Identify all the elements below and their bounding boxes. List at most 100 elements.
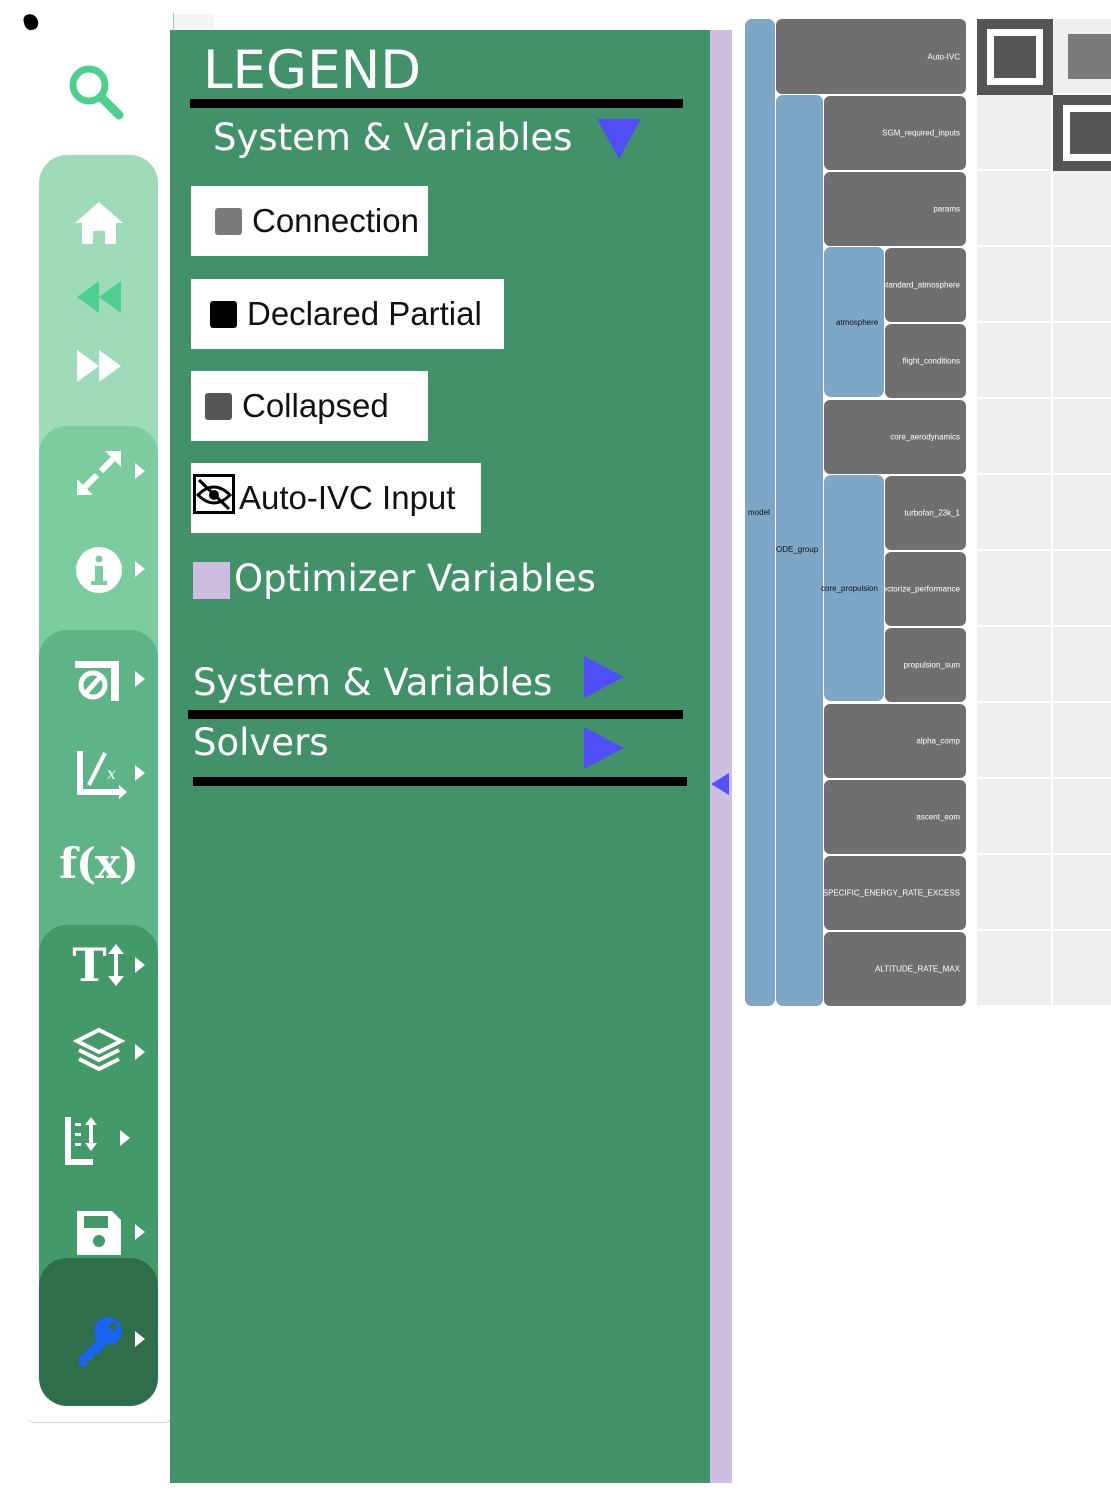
function-icon: f(x)	[59, 838, 139, 888]
home-button[interactable]	[39, 188, 158, 258]
search-icon[interactable]	[66, 62, 126, 126]
matrix-cell[interactable]	[1053, 551, 1111, 625]
caret-right-icon	[135, 671, 145, 687]
component-node[interactable]: SPECIFIC_ENERGY_RATE_EXCESS	[824, 856, 966, 930]
caret-right-icon	[135, 1331, 145, 1347]
caret-right-icon	[135, 561, 145, 577]
matrix-cell[interactable]	[977, 855, 1051, 929]
matrix-cell[interactable]	[1053, 247, 1111, 321]
diagonal-cell[interactable]	[1053, 95, 1111, 171]
component-node[interactable]: SGM_required_inputs	[824, 96, 966, 170]
swatch-collapsed	[205, 392, 232, 420]
component-node[interactable]: standard_atmosphere	[885, 248, 966, 322]
connection-cell[interactable]	[1068, 34, 1111, 79]
caret-right-icon	[135, 765, 145, 781]
depth-icon	[59, 1113, 111, 1167]
matrix-cell[interactable]	[1053, 627, 1111, 701]
svg-text:x: x	[107, 764, 116, 783]
matrix-cell[interactable]	[1053, 323, 1111, 397]
linear-solver-button[interactable]: x	[39, 738, 158, 808]
optimizer-strip	[710, 30, 732, 1483]
matrix-cell[interactable]	[977, 931, 1051, 1005]
key-icon	[71, 1312, 127, 1368]
hide-connection-icon	[71, 655, 127, 705]
matrix-cell[interactable]	[1053, 703, 1111, 777]
forward-button[interactable]	[39, 331, 158, 401]
component-node[interactable]: params	[824, 172, 966, 246]
matrix-cell[interactable]	[1053, 855, 1111, 929]
info-button[interactable]	[39, 535, 158, 605]
matrix-cell[interactable]	[1053, 931, 1111, 1005]
matrix-cell[interactable]	[1053, 779, 1111, 853]
save-button[interactable]	[39, 1198, 158, 1268]
legend-button[interactable]	[39, 1305, 158, 1375]
layers-icon	[72, 1026, 125, 1078]
auto-ivc-node[interactable]: Auto-IVC	[776, 19, 966, 94]
core-propulsion-node[interactable]: core_propulsion	[821, 475, 884, 701]
collapse-arrow-icon[interactable]	[711, 773, 729, 795]
legend-item-label: Declared Partial	[247, 295, 482, 332]
component-node[interactable]: turbofan_23k_1	[885, 476, 966, 550]
n2-matrix[interactable]	[977, 19, 1111, 1006]
atmosphere-node[interactable]: atmosphere	[824, 247, 884, 397]
matrix-cell[interactable]	[977, 627, 1051, 701]
nonlinear-solver-button[interactable]: f(x)	[39, 828, 158, 898]
section-header-solvers[interactable]: Solvers	[193, 721, 329, 764]
caret-right-icon	[120, 1130, 130, 1146]
component-node[interactable]: flight_conditions	[885, 324, 966, 398]
rewind-icon	[73, 277, 125, 317]
text-size-button[interactable]: T	[39, 930, 158, 1000]
text-size-icon: T	[72, 938, 124, 992]
ode-group-node[interactable]: ODE_group	[776, 95, 823, 1006]
matrix-cell[interactable]	[977, 475, 1051, 549]
matrix-cell[interactable]	[1053, 399, 1111, 473]
component-node[interactable]: core_aerodynamics	[824, 400, 966, 474]
matrix-cell[interactable]	[1053, 171, 1111, 245]
matrix-cell[interactable]	[977, 323, 1051, 397]
swatch-optimizer-variables	[193, 562, 230, 599]
layers-button[interactable]	[39, 1017, 158, 1087]
triangle-right-icon[interactable]	[584, 727, 624, 769]
legend-title: LEGEND	[203, 40, 422, 101]
swatch-declared-partial	[210, 300, 237, 328]
section-divider	[188, 710, 683, 719]
legend-item-collapsed: Collapsed	[191, 371, 428, 441]
matrix-cell[interactable]	[1053, 475, 1111, 549]
hide-connections-button[interactable]	[39, 645, 158, 715]
swatch-connection	[215, 207, 242, 235]
back-button[interactable]	[39, 262, 158, 332]
component-node[interactable]: ascent_eom	[824, 780, 966, 854]
triangle-down-icon[interactable]	[597, 119, 641, 159]
component-node[interactable]: alpha_comp	[824, 704, 966, 778]
matrix-cell[interactable]	[977, 779, 1051, 853]
legend-item-label: Connection	[252, 202, 419, 239]
legend-item-optimizer-variables: Optimizer Variables	[234, 557, 596, 600]
caret-right-icon	[135, 1044, 145, 1060]
matrix-cell[interactable]	[977, 95, 1051, 169]
component-node[interactable]: ALTITUDE_RATE_MAX	[824, 932, 966, 1006]
matrix-cell[interactable]	[977, 703, 1051, 777]
legend-item-label: Auto-IVC Input	[239, 479, 456, 516]
matrix-cell[interactable]	[977, 247, 1051, 321]
diagonal-cell[interactable]	[977, 19, 1053, 95]
component-node[interactable]: propulsion_sum	[885, 628, 966, 702]
linear-solver-icon: x	[71, 745, 127, 801]
text-size-letter: T	[72, 938, 107, 992]
model-node[interactable]: model	[745, 19, 775, 1006]
eye-slash-icon	[193, 474, 235, 522]
collapse-expand-button[interactable]	[39, 438, 158, 508]
legend-item-connection: Connection	[191, 186, 428, 256]
matrix-cell[interactable]	[977, 551, 1051, 625]
info-icon	[74, 545, 124, 595]
legend-item-label: Collapsed	[242, 387, 389, 424]
corner-frame	[173, 14, 214, 28]
triangle-right-icon[interactable]	[584, 656, 624, 698]
section-divider	[193, 777, 687, 786]
section-header-systems-collapsed[interactable]: System & Variables	[193, 661, 553, 704]
section-header-systems-expanded[interactable]: System & Variables	[213, 116, 573, 159]
caret-right-icon	[135, 957, 145, 973]
depth-button[interactable]	[25, 1105, 144, 1175]
component-node[interactable]: vectorize_performance	[885, 552, 966, 626]
matrix-cell[interactable]	[977, 171, 1051, 245]
matrix-cell[interactable]	[977, 399, 1051, 473]
